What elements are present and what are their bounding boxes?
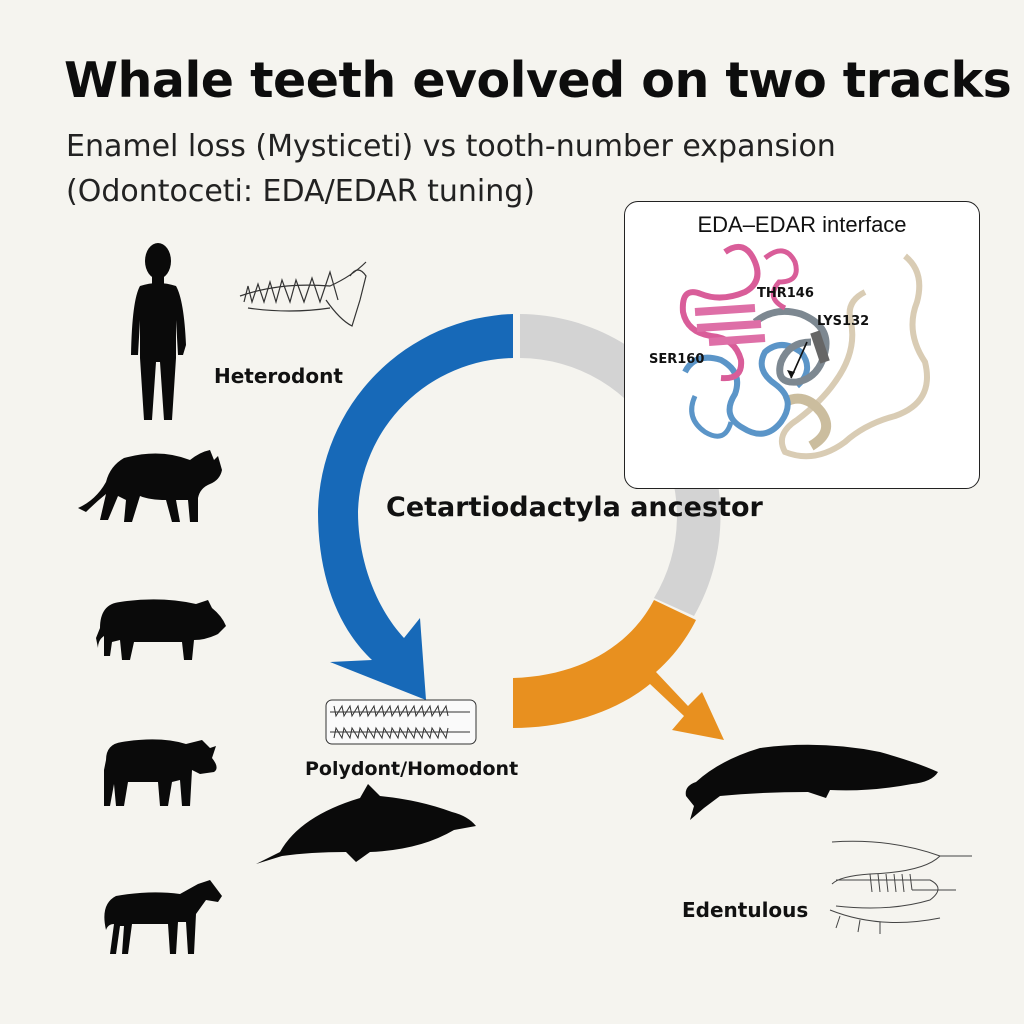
protein-structure-icon xyxy=(679,243,930,460)
residue-label: SER160 xyxy=(649,352,705,367)
page-title: Whale teeth evolved on two tracks xyxy=(64,52,1012,109)
center-label: Cetartiodactyla ancestor xyxy=(386,492,763,523)
residue-label: THR146 xyxy=(757,286,814,301)
label-polydont: Polydont/Homodont xyxy=(305,758,519,780)
residue-label: LYS132 xyxy=(817,314,870,329)
label-heterodont: Heterodont xyxy=(214,364,343,388)
label-edentulous: Edentulous xyxy=(682,898,809,922)
cow-silhouette-icon xyxy=(104,739,217,806)
baleen-mouth-sketch-icon xyxy=(829,840,972,934)
horse-silhouette-icon xyxy=(104,880,222,954)
cat-silhouette-icon xyxy=(78,450,222,522)
page-subtitle: Enamel loss (Mysticeti) vs tooth-number … xyxy=(66,129,836,209)
baleen-whale-silhouette-icon xyxy=(685,744,938,820)
human-silhouette-icon xyxy=(131,243,186,420)
mysticeti-arrow xyxy=(513,600,724,740)
heterodont-jaw-sketch-icon xyxy=(239,261,367,327)
odontoceti-arrow xyxy=(318,314,513,700)
dolphin-silhouette-icon xyxy=(256,784,476,864)
inset-title: EDA–EDAR interface xyxy=(697,212,907,237)
homodont-jaw-sketch-icon xyxy=(325,699,477,745)
pig-silhouette-icon xyxy=(96,599,226,660)
protein-inset: EDA–EDAR interface THR146 LYS132 SER160 xyxy=(624,201,980,489)
